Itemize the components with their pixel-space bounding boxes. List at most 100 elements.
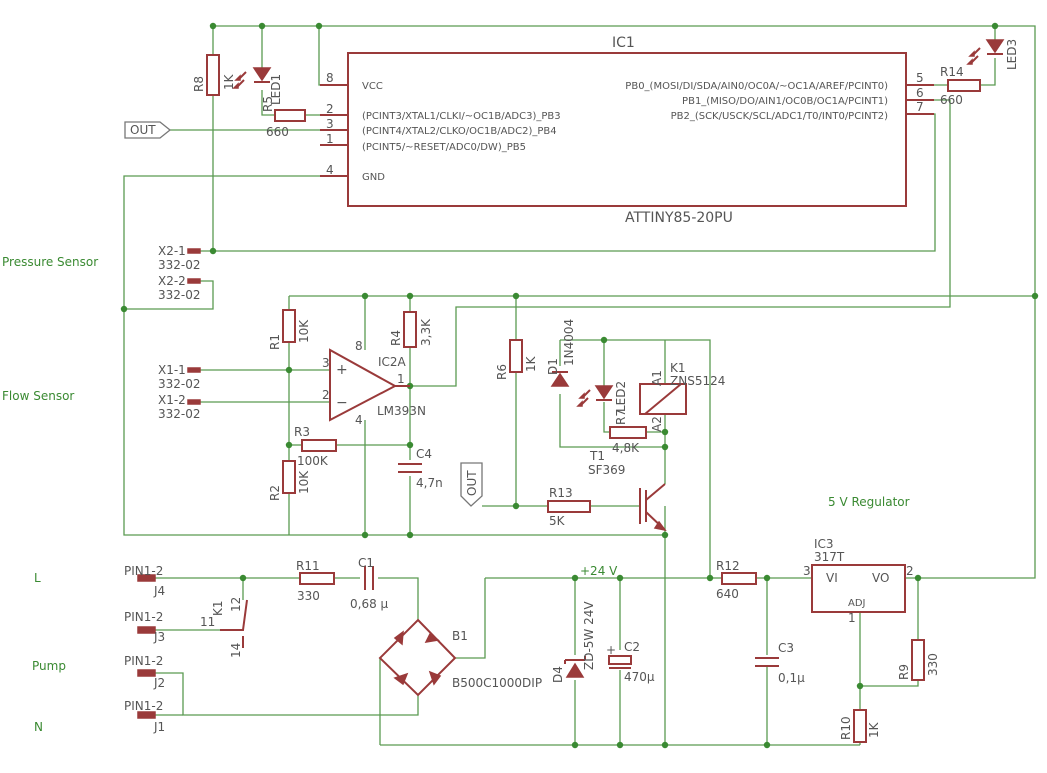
- regulator-pin: 3: [803, 564, 811, 578]
- x1-1-name: X1-1: [158, 363, 186, 377]
- regulator-adj: ADJ: [848, 598, 866, 609]
- ic1-pin-label: (PCINT5/~RESET/ADC0/DW)_PB5: [362, 142, 526, 153]
- diode-d4: D4 ZD-5W 24V: [551, 601, 596, 683]
- x1-2-name: X1-2: [158, 393, 186, 407]
- r3-name: R3: [294, 425, 310, 439]
- capacitor-c1: C1 0,68 µ: [350, 556, 389, 611]
- relay-part: ZNS5124: [670, 374, 725, 388]
- r14-value: 660: [940, 93, 963, 107]
- ic1-name: IC1: [612, 35, 635, 51]
- r3-value: 100K: [297, 454, 329, 468]
- connector-j3: PIN1-2 J3: [124, 610, 165, 644]
- resistor-r6: R6 1K: [495, 339, 538, 380]
- transistor-t1: T1 SF369: [588, 449, 667, 532]
- resistor-r11: R11 330: [296, 559, 335, 603]
- connector-j4: PIN1-2 J4: [124, 564, 165, 598]
- led3-label: LED3: [1005, 39, 1019, 70]
- resistor-r14: R14 660: [940, 65, 981, 107]
- r13-value: 5K: [549, 514, 566, 528]
- c4-name: C4: [416, 447, 432, 461]
- ic1-pin-num: 7: [916, 100, 924, 114]
- x1-2-part: 332-02: [158, 407, 201, 421]
- r11-name: R11: [296, 559, 320, 573]
- ic1-pin-label: GND: [362, 172, 385, 183]
- resistor-r9: R9 330: [897, 639, 940, 681]
- r4-name: R4: [389, 330, 403, 346]
- relay-k1-contact: K1 11 12 14: [200, 597, 248, 658]
- c2-value: 470µ: [624, 670, 655, 684]
- relay-a2: A2: [650, 416, 664, 432]
- bridge-b1: B1 B500C1000DIP: [378, 618, 542, 697]
- net-l-label: L: [34, 571, 41, 585]
- ic1-pin-num: 3: [326, 117, 334, 131]
- out-flag-mid-label: OUT: [465, 470, 479, 496]
- out-flag-top-label: OUT: [130, 123, 156, 137]
- relay-contact-pin: 14: [229, 643, 243, 658]
- connector-j2: PIN1-2 J2: [124, 654, 165, 690]
- resistor-r12: R12 640: [716, 559, 757, 601]
- ic1-pin-num: 2: [326, 102, 334, 116]
- r2-name: R2: [268, 485, 282, 501]
- r1-name: R1: [268, 334, 282, 350]
- resistor-r4: R4 3,3K: [389, 311, 433, 348]
- r6-value: 1K: [524, 355, 538, 372]
- j2-name: J2: [153, 676, 165, 690]
- ic1-pin-label: PB1_(MISO/DO/AIN1/OC0B/OC1A/PCINT1): [682, 96, 888, 107]
- resistor-r3: R3 100K: [294, 425, 337, 468]
- r9-value: 330: [926, 653, 940, 676]
- supply-24v-label: +24 V: [580, 564, 618, 578]
- resistor-r13: R13 5K: [547, 486, 591, 528]
- x2-2-name: X2-2: [158, 274, 186, 288]
- connector-j1: PIN1-2 J1: [124, 699, 165, 734]
- d1-name: D1: [546, 358, 560, 375]
- capacitor-c2: + C2 470µ: [606, 640, 655, 684]
- ic1-pin-num: 6: [916, 86, 924, 100]
- c1-name: C1: [358, 556, 374, 570]
- junctions: [120, 22, 1039, 749]
- ic1-part: ATTINY85-20PU: [625, 210, 733, 226]
- j3-name: J3: [153, 630, 165, 644]
- r4-value: 3,3K: [419, 318, 433, 346]
- r8-name: R8: [192, 76, 206, 92]
- flow-sensor-label: Flow Sensor: [2, 389, 74, 403]
- c4-value: 4,7n: [416, 476, 443, 490]
- resistor-r5: R5 660: [261, 96, 306, 139]
- connector-x1-2: X1-2 332-02: [158, 393, 201, 421]
- wires: [123, 25, 1036, 746]
- relay-name: K1: [670, 361, 686, 375]
- ic1-pin-num: 5: [916, 71, 924, 85]
- net-pump-label: Pump: [32, 659, 66, 673]
- opamp-minus: −: [336, 395, 348, 411]
- r7-name: R7: [614, 409, 628, 425]
- opamp-name: IC2A: [378, 355, 407, 369]
- c1-value: 0,68 µ: [350, 597, 389, 611]
- led2: LED2: [576, 381, 628, 412]
- j1-part: PIN1-2: [124, 699, 163, 713]
- pressure-sensor-label: Pressure Sensor: [2, 255, 98, 269]
- r2-value: 10K: [297, 470, 311, 494]
- resistor-r7: R7 4,8K: [609, 409, 647, 455]
- led1: LED1: [232, 67, 283, 105]
- r13-name: R13: [549, 486, 573, 500]
- j4-name: J4: [153, 584, 165, 598]
- j3-part: PIN1-2: [124, 610, 163, 624]
- t1-name: T1: [589, 449, 605, 463]
- r9-name: R9: [897, 664, 911, 680]
- opamp-pin: 8: [355, 339, 363, 353]
- d4-name: D4: [551, 666, 565, 683]
- regulator-pin: 1: [848, 611, 856, 625]
- resistor-r10: R10 1K: [839, 709, 881, 743]
- regulator-ic3: IC3 317T VI VO ADJ 3 2 1: [803, 537, 914, 625]
- bridge-name: B1: [452, 629, 468, 643]
- r5-name: R5: [261, 96, 275, 112]
- ic1-pin-label: PB0_(MOSI/DI/SDA/AIN0/OC0A/~OC1A/AREF/PC…: [625, 81, 888, 92]
- d4-value: ZD-5W 24V: [582, 601, 596, 670]
- r12-name: R12: [716, 559, 740, 573]
- r10-value: 1K: [867, 721, 881, 738]
- x2-1-name: X2-1: [158, 244, 186, 258]
- regulator-name: IC3: [814, 537, 834, 551]
- regulator-vo: VO: [872, 571, 889, 585]
- c3-value: 0,1µ: [778, 671, 805, 685]
- c3-name: C3: [778, 641, 794, 655]
- j1-name: J1: [153, 720, 165, 734]
